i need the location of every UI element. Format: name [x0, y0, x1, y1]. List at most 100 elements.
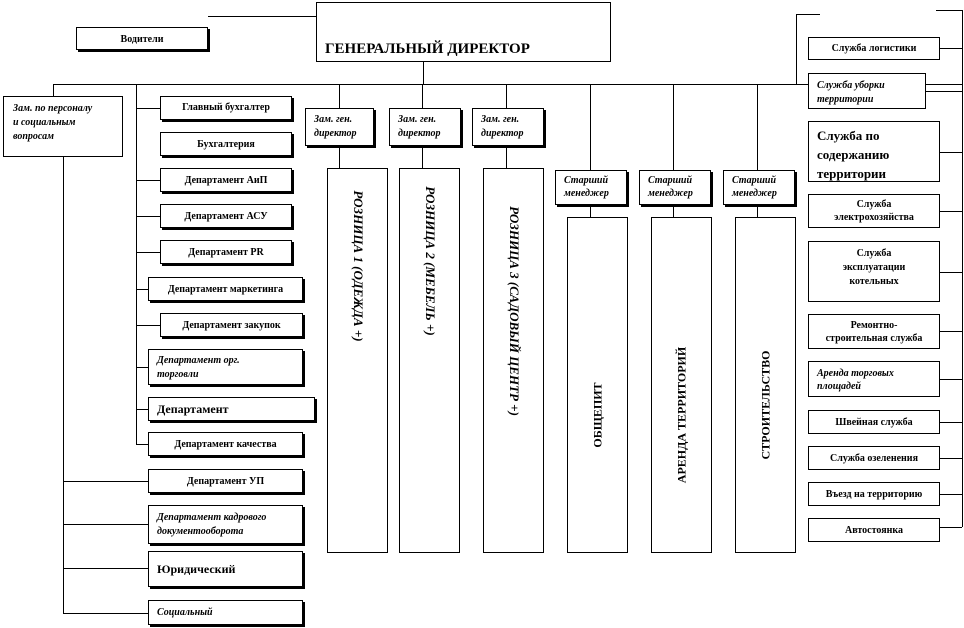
retail-column-3: РОЗНИЦА 3 (САДОВЫЙ ЦЕНТР +) — [483, 168, 544, 553]
service-label: Служба уборки — [817, 80, 885, 91]
dept-label: Департамент — [157, 402, 229, 416]
senior-manager-1: Старший менеджер — [555, 170, 627, 205]
connector-line — [796, 14, 820, 15]
retail-column-2: РОЗНИЦА 2 (МЕБЕЛЬ +) — [399, 168, 460, 553]
connector-line — [208, 16, 316, 17]
connector-line — [63, 524, 148, 525]
dept-label: Департамент маркетинга — [167, 284, 284, 295]
connector-line — [136, 325, 160, 326]
connector-line — [422, 84, 423, 108]
service-label: Служба по — [817, 128, 880, 143]
service-label: Служба — [856, 199, 892, 210]
service-label: электрохозяйства — [834, 212, 914, 223]
unit-column-construction: СТРОИТЕЛЬСТВО — [735, 217, 796, 553]
deputy-director-3: Зам. ген. директор — [472, 108, 544, 146]
connector-line — [423, 62, 424, 84]
connector-line — [63, 613, 148, 614]
service-label: содержанию — [817, 147, 890, 162]
deputy-director-2: Зам. ген. директор — [389, 108, 461, 146]
drivers-label: Водители — [120, 34, 164, 45]
service-parking: Автостоянка — [808, 518, 940, 542]
dept-label: документооборота — [157, 526, 244, 537]
dept-trade-org: Департамент орг. торговли — [148, 349, 303, 385]
connector-line — [53, 84, 962, 85]
dept-marketing: Департамент маркетинга — [148, 277, 303, 301]
dept-pr: Департамент PR — [160, 240, 292, 264]
connector-line — [136, 289, 148, 290]
deputy-label: Зам. ген. — [314, 114, 353, 125]
dept-legal: Юридический — [148, 551, 303, 587]
connector-line — [136, 367, 148, 368]
connector-line — [422, 146, 423, 168]
deputy-label: директор — [398, 128, 441, 139]
connector-line — [940, 422, 962, 423]
general-director-box: ГЕНЕРАЛЬНЫЙ ДИРЕКТОР — [316, 2, 611, 62]
connector-line — [936, 10, 962, 11]
dept-label: Департамент АиП — [184, 175, 268, 186]
connector-line — [136, 252, 160, 253]
connector-line — [940, 152, 962, 153]
dept-label: Департамент УП — [186, 476, 265, 487]
manager-label: менеджер — [648, 188, 693, 199]
connector-line — [962, 10, 963, 527]
service-label: территории — [817, 166, 887, 181]
deputy-director-1: Зам. ген. директор — [305, 108, 374, 146]
senior-manager-3: Старший менеджер — [723, 170, 795, 205]
dept-label: торговли — [157, 369, 199, 380]
dept-accounting: Бухгалтерия — [160, 132, 292, 156]
deputy-label: Зам. ген. — [481, 114, 520, 125]
dept-up: Департамент УП — [148, 469, 303, 493]
unit-label: СТРОИТЕЛЬСТВО — [758, 350, 772, 460]
service-label: котельных — [849, 276, 899, 287]
service-label: Автостоянка — [845, 525, 903, 536]
connector-line — [940, 379, 962, 380]
dept-label: Департамент АСУ — [184, 211, 268, 222]
deputy-label: Зам. ген. — [398, 114, 437, 125]
connector-line — [339, 84, 340, 108]
connector-line — [63, 568, 148, 569]
connector-line — [757, 84, 758, 170]
manager-label: менеджер — [732, 188, 777, 199]
connector-line — [940, 527, 962, 528]
service-electrical: Служба электрохозяйства — [808, 194, 940, 228]
connector-line — [590, 205, 591, 217]
dept-purchasing: Департамент закупок — [160, 313, 303, 337]
service-label: Служба озеленения — [830, 453, 918, 464]
drivers-box: Водители — [76, 27, 208, 50]
connector-line — [940, 48, 962, 49]
service-label: Въезд на территорию — [825, 489, 923, 500]
deputy-label: директор — [314, 128, 357, 139]
dept-asu: Департамент АСУ — [160, 204, 292, 228]
retail-column-1: РОЗНИЦА 1 (ОДЕЖДА +) — [327, 168, 388, 553]
dept-label: Департамент PR — [188, 247, 264, 258]
connector-line — [63, 481, 148, 482]
connector-line — [136, 444, 148, 445]
dept-hr-docs: Департамент кадрового документооборота — [148, 505, 303, 544]
service-territory: Служба по содержанию территории — [808, 121, 940, 182]
service-label: Ремонтно- — [850, 320, 898, 331]
connector-line — [940, 211, 962, 212]
connector-line — [757, 205, 758, 217]
dept-label: Социальный — [157, 607, 213, 618]
retail-label: РОЗНИЦА 2 (МЕБЕЛЬ +) — [422, 185, 438, 336]
general-director-label: ГЕНЕРАЛЬНЫЙ ДИРЕКТОР — [325, 41, 530, 57]
service-landscaping: Служба озеленения — [808, 446, 940, 470]
connector-line — [136, 108, 160, 109]
connector-line — [506, 146, 507, 168]
senior-manager-2: Старший менеджер — [639, 170, 711, 205]
connector-line — [339, 146, 340, 168]
deputy-hr-box: Зам. по персоналу и социальным вопросам — [3, 96, 123, 157]
service-label: площадей — [817, 381, 861, 392]
service-label: эксплуатации — [842, 262, 906, 273]
deputy-hr-line: и социальным — [13, 117, 76, 128]
connector-line — [926, 91, 962, 92]
connector-line — [940, 494, 962, 495]
manager-label: Старший — [732, 175, 777, 186]
unit-column-catering: ОБЩЕПИТ — [567, 217, 628, 553]
service-label: строительная служба — [825, 333, 923, 344]
dept-aip: Департамент АиП — [160, 168, 292, 192]
service-label: Аренда торговых — [817, 368, 894, 379]
connector-line — [940, 331, 962, 332]
connector-line — [136, 409, 148, 410]
